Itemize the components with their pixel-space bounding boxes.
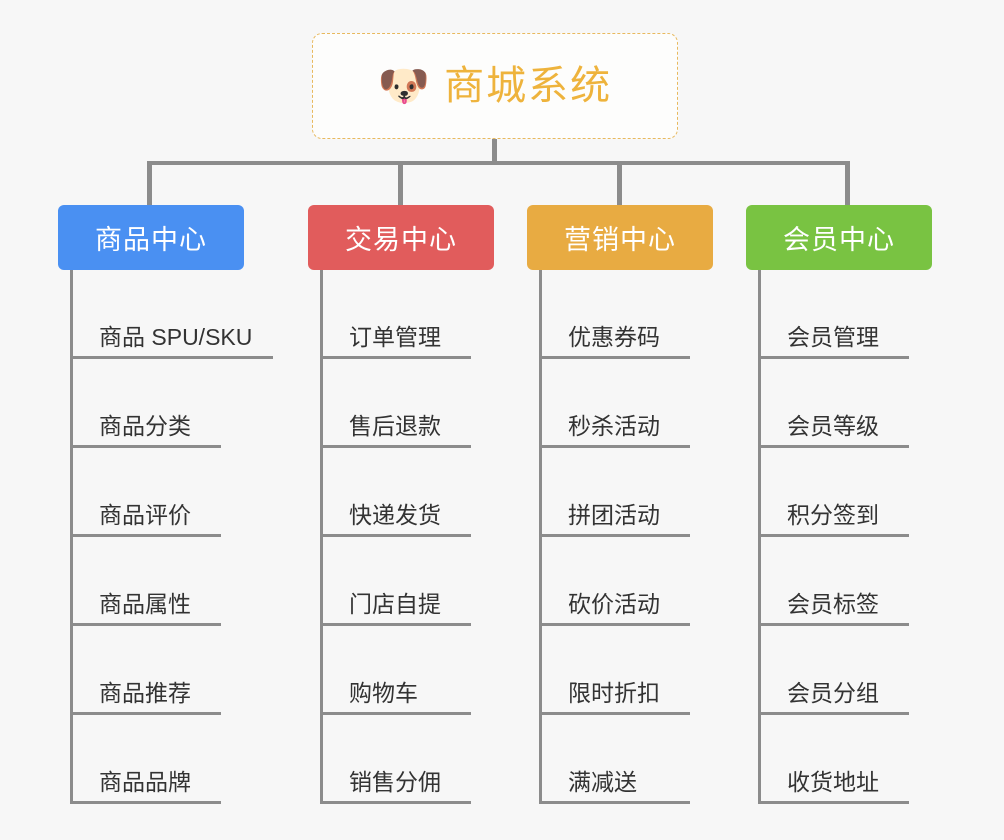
- leaf-item[interactable]: 销售分佣: [323, 715, 494, 804]
- leaf-item[interactable]: 积分签到: [761, 448, 932, 537]
- leaf-label: 商品品牌: [73, 771, 221, 804]
- leaf-item[interactable]: 商品分类: [73, 359, 244, 448]
- leaf-label: 优惠券码: [542, 326, 690, 359]
- branch-header-trade-center[interactable]: 交易中心: [308, 205, 494, 270]
- leaf-list-marketing-center: 优惠券码秒杀活动拼团活动砍价活动限时折扣满减送: [539, 270, 713, 804]
- connector-drop-product-center: [147, 161, 152, 207]
- connector-drop-member-center: [845, 161, 850, 207]
- leaf-item[interactable]: 商品推荐: [73, 626, 244, 715]
- leaf-label: 订单管理: [323, 326, 471, 359]
- leaf-item[interactable]: 购物车: [323, 626, 494, 715]
- leaf-label: 会员标签: [761, 593, 909, 626]
- leaf-label: 购物车: [323, 682, 471, 715]
- connector-stem: [492, 139, 497, 165]
- leaf-label: 收货地址: [761, 771, 909, 804]
- leaf-label: 拼团活动: [542, 504, 690, 537]
- leaf-label: 快递发货: [323, 504, 471, 537]
- connector-drop-marketing-center: [617, 161, 622, 207]
- leaf-label: 商品 SPU/SKU: [73, 326, 273, 359]
- leaf-item[interactable]: 限时折扣: [542, 626, 713, 715]
- leaf-label: 商品评价: [73, 504, 221, 537]
- leaf-label: 商品推荐: [73, 682, 221, 715]
- branch-header-marketing-center[interactable]: 营销中心: [527, 205, 713, 270]
- connector-bus: [147, 161, 850, 165]
- leaf-item[interactable]: 售后退款: [323, 359, 494, 448]
- shiba-dog-face-icon: 🐶: [377, 62, 431, 109]
- leaf-item[interactable]: 满减送: [542, 715, 713, 804]
- leaf-item[interactable]: 订单管理: [323, 270, 494, 359]
- leaf-item[interactable]: 门店自提: [323, 537, 494, 626]
- leaf-list-member-center: 会员管理会员等级积分签到会员标签会员分组收货地址: [758, 270, 932, 804]
- leaf-label: 砍价活动: [542, 593, 690, 626]
- leaf-label: 门店自提: [323, 593, 471, 626]
- leaf-item[interactable]: 拼团活动: [542, 448, 713, 537]
- leaf-label: 会员等级: [761, 415, 909, 448]
- root-title: 商城系统: [444, 64, 613, 108]
- leaf-label: 限时折扣: [542, 682, 690, 715]
- branch-header-member-center[interactable]: 会员中心: [746, 205, 932, 270]
- leaf-item[interactable]: 商品 SPU/SKU: [73, 270, 273, 359]
- branch-member-center: 会员中心会员管理会员等级积分签到会员标签会员分组收货地址: [746, 205, 932, 804]
- leaf-item[interactable]: 会员等级: [761, 359, 932, 448]
- leaf-item[interactable]: 快递发货: [323, 448, 494, 537]
- leaf-item[interactable]: 秒杀活动: [542, 359, 713, 448]
- leaf-item[interactable]: 商品属性: [73, 537, 244, 626]
- leaf-label: 商品属性: [73, 593, 221, 626]
- leaf-label: 会员分组: [761, 682, 909, 715]
- leaf-label: 销售分佣: [323, 771, 471, 804]
- branch-trade-center: 交易中心订单管理售后退款快递发货门店自提购物车销售分佣: [308, 205, 494, 804]
- leaf-item[interactable]: 商品品牌: [73, 715, 244, 804]
- leaf-item[interactable]: 会员管理: [761, 270, 932, 359]
- branch-marketing-center: 营销中心优惠券码秒杀活动拼团活动砍价活动限时折扣满减送: [527, 205, 713, 804]
- branch-header-product-center[interactable]: 商品中心: [58, 205, 244, 270]
- leaf-label: 积分签到: [761, 504, 909, 537]
- connector-drop-trade-center: [398, 161, 403, 207]
- leaf-item[interactable]: 会员分组: [761, 626, 932, 715]
- leaf-list-product-center: 商品 SPU/SKU 商品分类商品评价商品属性商品推荐商品品牌: [70, 270, 273, 804]
- leaf-label: 售后退款: [323, 415, 471, 448]
- leaf-item[interactable]: 优惠券码: [542, 270, 713, 359]
- leaf-item[interactable]: 收货地址: [761, 715, 932, 804]
- leaf-label: 满减送: [542, 771, 690, 804]
- leaf-item[interactable]: 会员标签: [761, 537, 932, 626]
- leaf-item[interactable]: 商品评价: [73, 448, 244, 537]
- branch-product-center: 商品中心商品 SPU/SKU 商品分类商品评价商品属性商品推荐商品品牌: [58, 205, 273, 804]
- leaf-label: 商品分类: [73, 415, 221, 448]
- leaf-label: 秒杀活动: [542, 415, 690, 448]
- leaf-item[interactable]: 砍价活动: [542, 537, 713, 626]
- leaf-list-trade-center: 订单管理售后退款快递发货门店自提购物车销售分佣: [320, 270, 494, 804]
- root-node[interactable]: 🐶 商城系统: [312, 33, 678, 139]
- leaf-label: 会员管理: [761, 326, 909, 359]
